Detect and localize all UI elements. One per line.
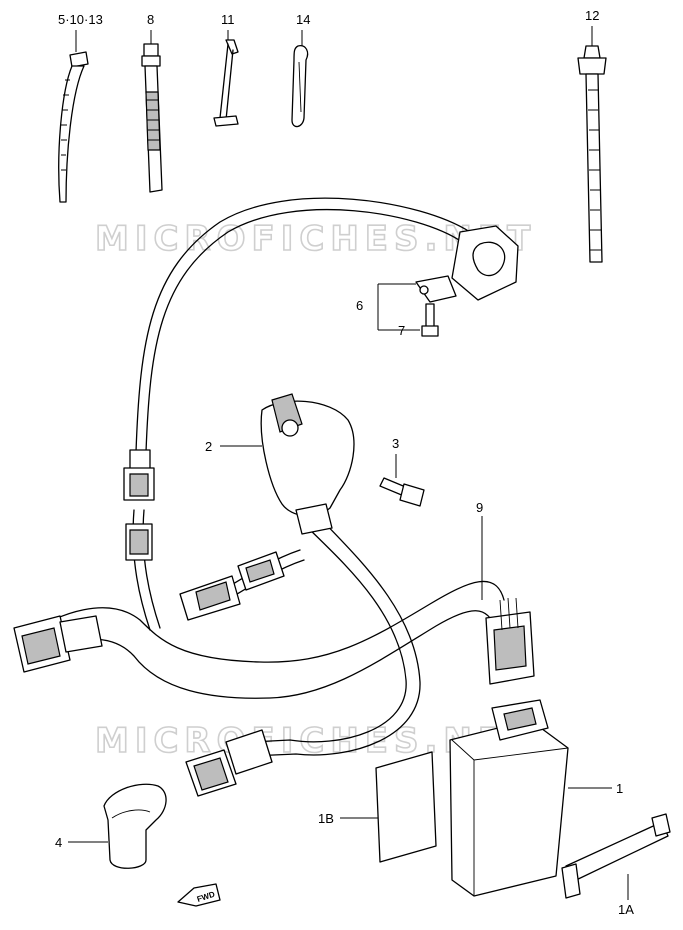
harness-connector-mid-1 (125, 523, 153, 561)
leader-lines (68, 26, 629, 900)
harness-connector-mid-2 (179, 575, 241, 621)
ignition-coil-part-2 (260, 393, 355, 535)
cdi-unit-part-1 (449, 699, 569, 897)
band-part-1a (561, 813, 671, 899)
switch-cable (123, 197, 471, 501)
callout-3: 3 (392, 436, 399, 451)
harness-connector-left (13, 615, 103, 673)
bolt-part-3 (379, 477, 425, 507)
clamp-part-11 (213, 39, 239, 127)
callout-7: 7 (398, 323, 405, 338)
harness-connector-mid-3 (237, 551, 285, 591)
strap-band-part-8 (141, 43, 163, 193)
cable-tie-part-12 (577, 45, 607, 263)
callout-14: 14 (296, 12, 310, 27)
switch-housing (415, 225, 519, 303)
callout-9: 9 (476, 500, 483, 515)
harness-connector-right (485, 597, 535, 685)
cable-tie-part-5-10-13 (58, 51, 89, 203)
clip-part-14 (291, 45, 309, 128)
callout-1a: 1A (618, 902, 634, 917)
forward-arrow-icon: FWD (177, 883, 221, 907)
callout-1b: 1B (318, 811, 334, 826)
callout-4: 4 (55, 835, 62, 850)
callout-11: 11 (221, 12, 235, 27)
callout-8: 8 (147, 12, 154, 27)
harness-connector-lower (185, 729, 273, 797)
callout-5-10-13: 5·10·13 (58, 12, 103, 27)
plug-cap-part-4 (103, 783, 167, 869)
screw-part-7 (421, 303, 439, 337)
callout-1: 1 (616, 781, 623, 796)
rubber-pad-part-1b (375, 751, 437, 863)
callout-12: 12 (585, 8, 599, 23)
callout-6: 6 (356, 298, 363, 313)
callout-2: 2 (205, 439, 212, 454)
